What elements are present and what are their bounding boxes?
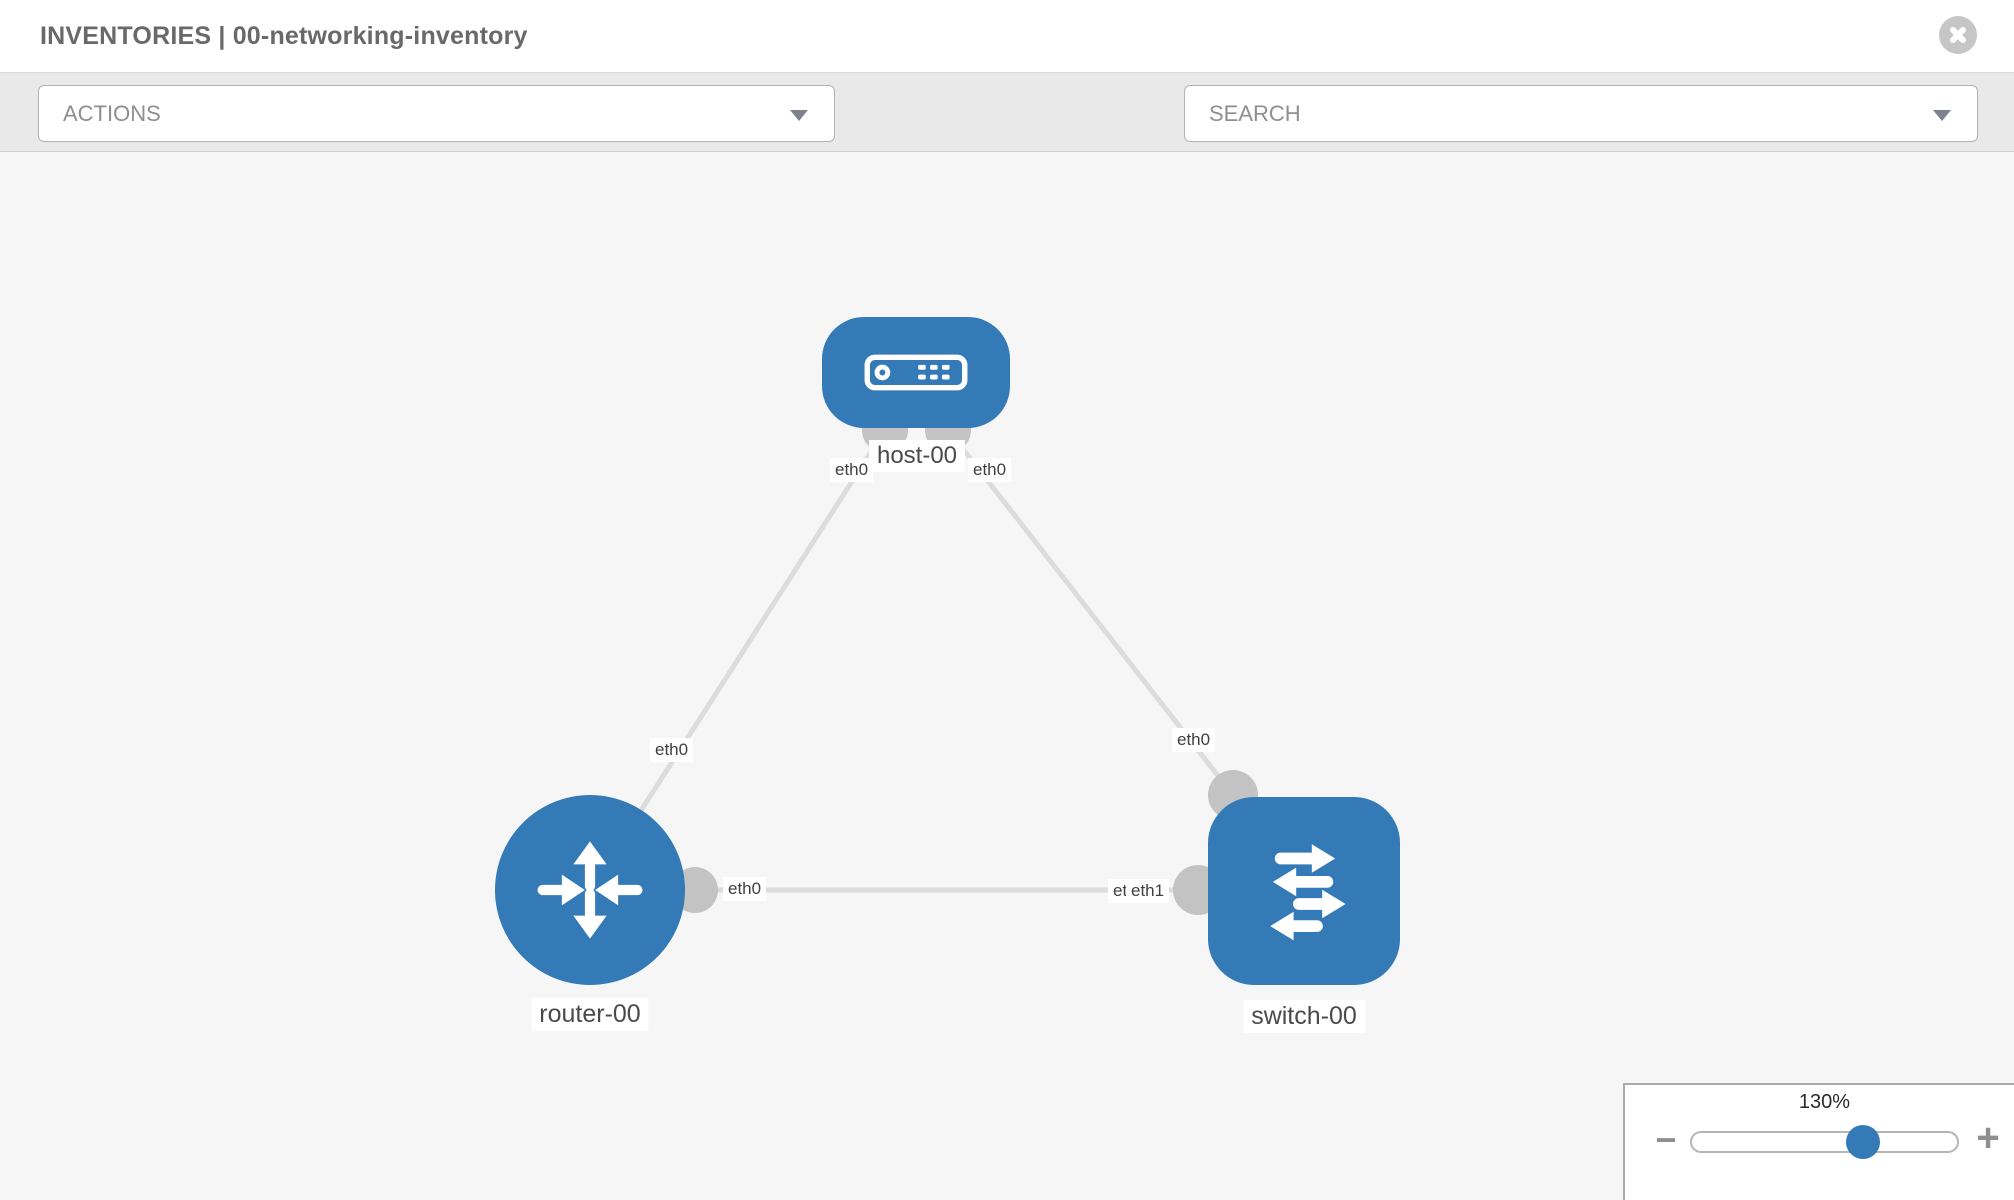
node-label: router-00 [531, 998, 649, 1031]
node-label: host-00 [868, 440, 966, 472]
search-select[interactable]: SEARCH [1184, 85, 1978, 142]
router-icon [537, 841, 643, 939]
graph-links-svg [587, 407, 1258, 915]
caret-down-icon [1933, 110, 1951, 121]
interface-label: eth0 [650, 738, 694, 762]
zoom-in-button[interactable]: + [1968, 1116, 2008, 1160]
host-icon [864, 354, 968, 391]
minus-icon: − [1655, 1119, 1677, 1160]
actions-select-label: ACTIONS [63, 100, 161, 126]
actions-select[interactable]: ACTIONS [38, 85, 835, 142]
page-title: INVENTORIES | 00-networking-inventory [40, 21, 528, 50]
zoom-slider-knob[interactable] [1846, 1125, 1880, 1159]
close-button[interactable] [1939, 16, 1977, 54]
interface-label: eth0 [830, 458, 874, 482]
search-select-label: SEARCH [1209, 100, 1301, 126]
plus-icon: + [1976, 1116, 2000, 1160]
zoom-panel: 130% − + [1623, 1083, 2014, 1200]
header-bar: INVENTORIES | 00-networking-inventory [0, 0, 2014, 72]
interface-label: eth0 [1172, 728, 1216, 752]
caret-down-icon [790, 110, 808, 121]
node-host-00[interactable] [822, 317, 1010, 428]
zoom-slider-track[interactable] [1690, 1131, 1959, 1153]
zoom-out-button[interactable]: − [1647, 1118, 1685, 1162]
node-router-00[interactable] [495, 795, 685, 985]
node-switch-00[interactable] [1208, 797, 1400, 985]
switch-icon [1270, 844, 1346, 941]
toolbar: ACTIONS SEARCH [0, 72, 2014, 199]
interface-label: eth1 [1126, 879, 1170, 903]
interface-label: eth0 [968, 458, 1012, 482]
zoom-value: 130% [1798, 1091, 1851, 1113]
node-label: switch-00 [1243, 1000, 1365, 1033]
topology-canvas[interactable]: eth0 eth0 eth0 eth0 eth0 eth0 eth1 host-… [0, 152, 2014, 1200]
interface-label: eth0 [723, 877, 767, 901]
